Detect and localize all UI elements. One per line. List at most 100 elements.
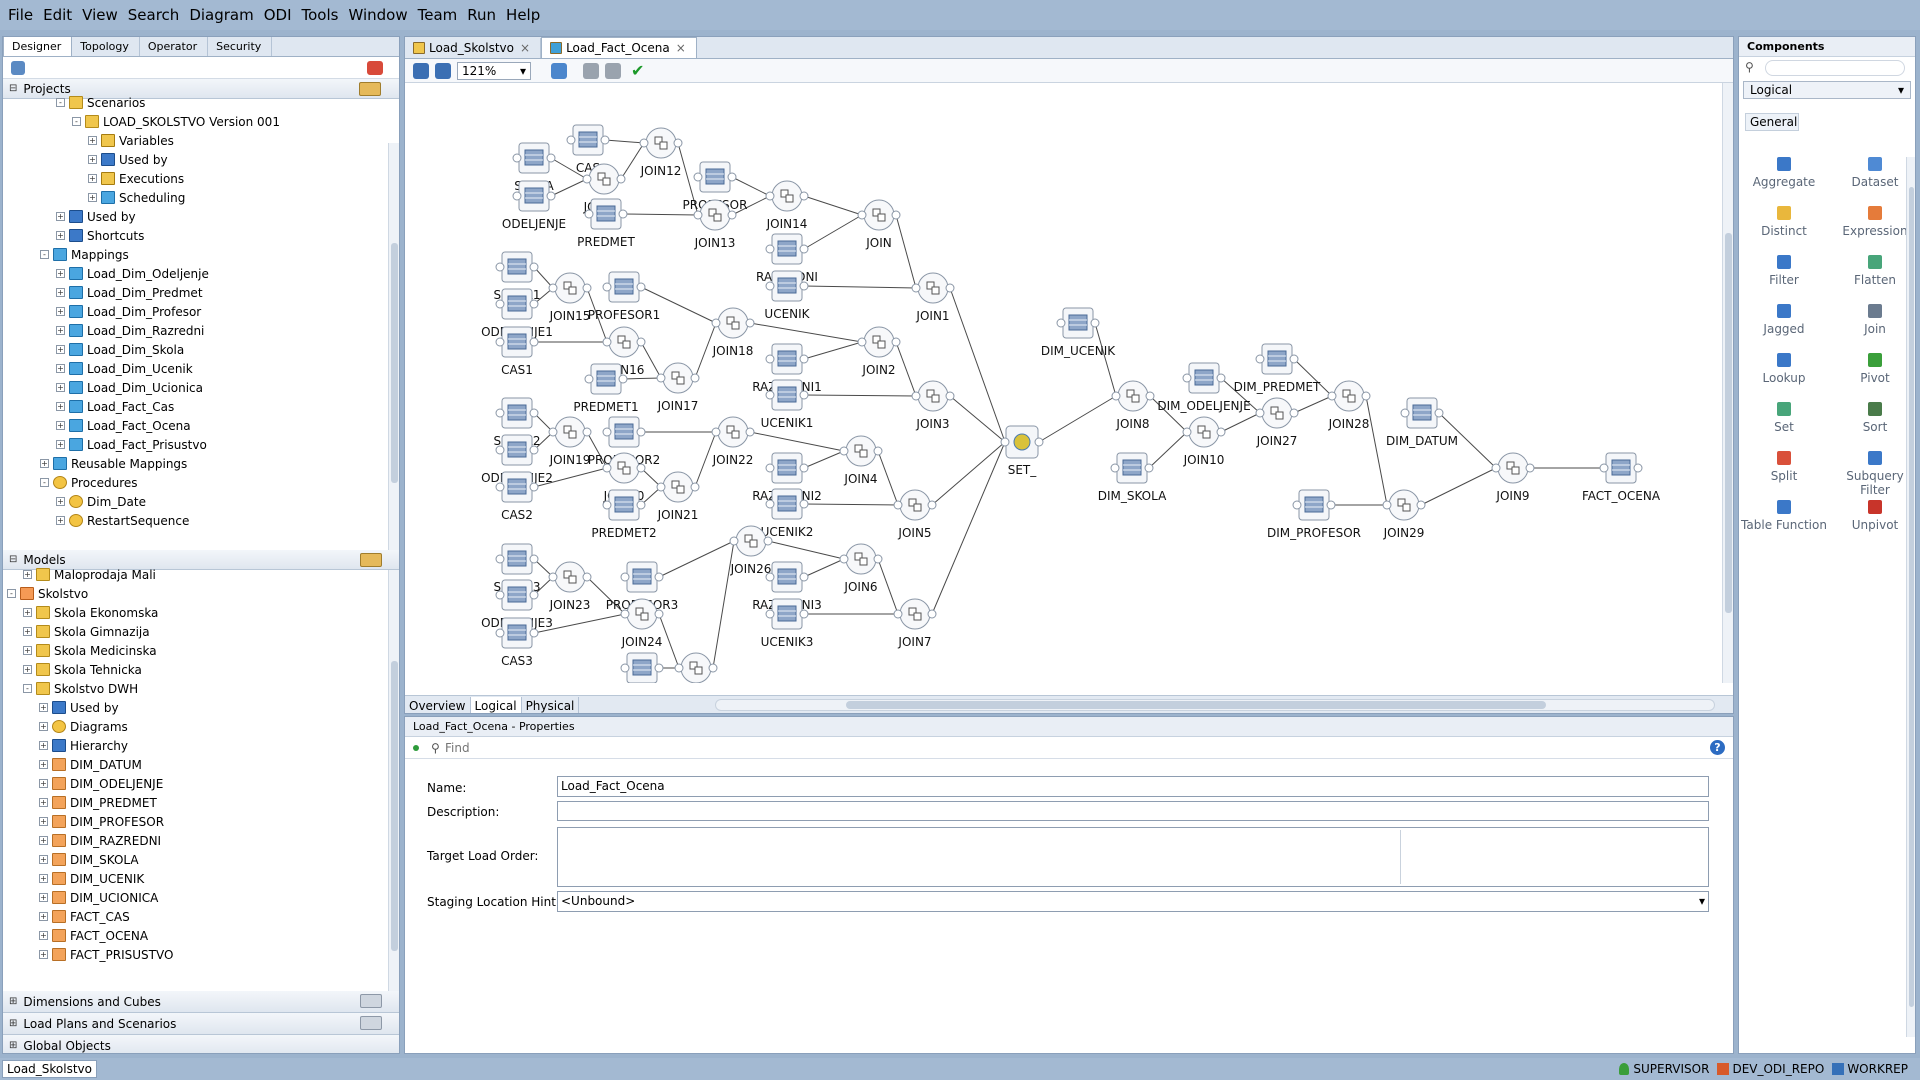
diagram-node-dim_odeljenje[interactable]: DIM_ODELJENJE: [1157, 362, 1251, 413]
diagram-node-join28[interactable]: JOIN28: [1327, 380, 1371, 431]
expand-icon[interactable]: +: [39, 817, 48, 826]
expand-icon[interactable]: +: [39, 779, 48, 788]
components-section-general[interactable]: General: [1745, 113, 1799, 131]
diagram-edge[interactable]: [949, 287, 1006, 443]
projects-section-header[interactable]: ⊟ Projects: [3, 79, 399, 99]
menu-odi[interactable]: ODI: [263, 6, 292, 24]
diagram-edge[interactable]: [803, 214, 863, 250]
diagram-node-join29[interactable]: JOIN29: [1382, 489, 1426, 540]
target-load-order-list[interactable]: [557, 827, 1709, 887]
diagram-canvas[interactable]: SKOLAODELJENJECASJOIN11PREDMETJOIN12PROF…: [405, 83, 1721, 683]
close-icon[interactable]: ×: [675, 41, 686, 55]
diagram-node-join6[interactable]: JOIN6: [839, 543, 883, 594]
diagram-node-razredni2[interactable]: RAZREDNI2: [752, 452, 822, 503]
diagram-node-join27[interactable]: JOIN27: [1255, 397, 1299, 448]
expand-icon[interactable]: +: [56, 231, 65, 240]
diagram-edge[interactable]: [712, 540, 735, 669]
expand-icon[interactable]: +: [23, 627, 32, 636]
tree-item[interactable]: +Reusable Mappings: [3, 454, 399, 473]
menu-edit[interactable]: Edit: [43, 6, 73, 24]
menu-view[interactable]: View: [82, 6, 118, 24]
diagram-edge[interactable]: [731, 195, 771, 216]
diagram-node-ucenik[interactable]: UCENIK: [764, 270, 811, 321]
models-section-header[interactable]: ⊟ Models: [3, 550, 399, 570]
diagram-edge[interactable]: [658, 613, 680, 669]
diagram-edge[interactable]: [803, 195, 863, 216]
grid-icon[interactable]: [605, 62, 621, 79]
tree-item[interactable]: +Load_Fact_Prisustvo: [3, 435, 399, 454]
diagram-node-profesor1[interactable]: PROFESOR1: [588, 271, 661, 322]
tree-item[interactable]: +DIM_PROFESOR: [3, 812, 389, 831]
tree-item[interactable]: +DIM_UCIONICA: [3, 888, 389, 907]
tree-item[interactable]: +DIM_PREDMET: [3, 793, 389, 812]
tree-item[interactable]: -Mappings: [3, 245, 399, 264]
diagram-node-cas2[interactable]: CAS2: [495, 471, 539, 522]
expand-icon[interactable]: +: [39, 741, 48, 750]
expand-icon[interactable]: +: [56, 402, 65, 411]
section-menu-icon[interactable]: [360, 1016, 382, 1030]
diagram-edge[interactable]: [1220, 377, 1261, 414]
projects-menu-icon[interactable]: [359, 82, 381, 96]
tree-item[interactable]: +DIM_DATUM: [3, 755, 389, 774]
diagram-edge[interactable]: [803, 450, 845, 469]
diagram-node-ucenik1[interactable]: UCENIK1: [761, 379, 814, 430]
expand-icon[interactable]: +: [56, 326, 65, 335]
canvas-hscroll[interactable]: [715, 699, 1715, 711]
fit-icon[interactable]: [551, 62, 567, 79]
diagram-edge[interactable]: [895, 341, 917, 397]
editor-tab[interactable]: Load_Fact_Ocena×: [541, 37, 697, 58]
models-menu-icon[interactable]: [360, 553, 382, 567]
section-menu-icon[interactable]: [360, 994, 382, 1008]
diagram-node-dim_ucenik[interactable]: DIM_UCENIK: [1041, 307, 1116, 358]
diagram-edge[interactable]: [1420, 467, 1497, 506]
tree-item[interactable]: +Skola Gimnazija: [3, 622, 389, 641]
menu-tools[interactable]: Tools: [301, 6, 339, 24]
tree-item[interactable]: +DIM_UCENIK: [3, 869, 389, 888]
close-icon[interactable]: ×: [520, 41, 531, 55]
component-aggregate[interactable]: Aggregate: [1739, 157, 1834, 189]
zoom-in-icon[interactable]: [413, 62, 429, 79]
expand-icon[interactable]: +: [39, 836, 48, 845]
collapse-icon[interactable]: ⊟: [9, 83, 18, 94]
tree-item[interactable]: +Used by: [3, 150, 399, 169]
diagram-node-join24[interactable]: JOIN24: [620, 598, 664, 649]
diagram-edge[interactable]: [1220, 412, 1261, 433]
expand-icon[interactable]: +: [56, 421, 65, 430]
diagram-edge[interactable]: [949, 395, 1006, 443]
diagram-node-join17[interactable]: JOIN17: [656, 362, 700, 413]
canvas-vscroll[interactable]: [1722, 83, 1733, 683]
name-field[interactable]: Load_Fact_Ocena: [557, 776, 1709, 797]
diagram-edge[interactable]: [803, 341, 863, 360]
properties-find-input[interactable]: [445, 739, 1685, 757]
validate-check-icon[interactable]: ✔: [631, 61, 645, 80]
component-join[interactable]: Join: [1833, 304, 1915, 336]
expand-icon[interactable]: +: [56, 345, 65, 354]
diagram-node-dim_predmet[interactable]: DIM_PREDMET: [1234, 343, 1321, 394]
component-set[interactable]: Set: [1739, 402, 1834, 434]
tab-physical[interactable]: Physical: [522, 696, 580, 713]
tree-item[interactable]: +Load_Dim_Razredni: [3, 321, 399, 340]
expand-icon[interactable]: +: [39, 703, 48, 712]
tree-item[interactable]: -Skolstvo DWH: [3, 679, 389, 698]
expand-icon[interactable]: +: [39, 855, 48, 864]
diagram-edge[interactable]: [658, 540, 735, 578]
expand-icon[interactable]: +: [39, 760, 48, 769]
collapse-icon[interactable]: -: [40, 478, 49, 487]
diagram-node-join7[interactable]: JOIN7: [893, 598, 937, 649]
tree-item[interactable]: +Skola Medicinska: [3, 641, 389, 660]
expand-icon[interactable]: +: [23, 570, 32, 579]
diagram-edge[interactable]: [586, 576, 626, 615]
tree-item[interactable]: +Truncate Tables: [3, 530, 399, 531]
diagram-node-join10[interactable]: JOIN10: [1182, 416, 1226, 467]
staging-location-select[interactable]: <Unbound> ▾: [557, 891, 1709, 912]
tab-topology[interactable]: Topology: [72, 37, 140, 56]
layout-icon[interactable]: [583, 62, 599, 79]
diagram-edge[interactable]: [803, 503, 899, 506]
diagram-node-join1[interactable]: JOIN1: [911, 272, 955, 323]
diagram-edge[interactable]: [620, 142, 645, 180]
component-table-function[interactable]: Table Function: [1739, 500, 1834, 532]
diagram-node-dim_profesor[interactable]: DIM_PROFESOR: [1267, 489, 1361, 540]
diagram-node-cas1[interactable]: CAS1: [495, 326, 539, 377]
tree-item[interactable]: -Skolstvo: [3, 584, 389, 603]
tree-item[interactable]: +Used by: [3, 698, 389, 717]
